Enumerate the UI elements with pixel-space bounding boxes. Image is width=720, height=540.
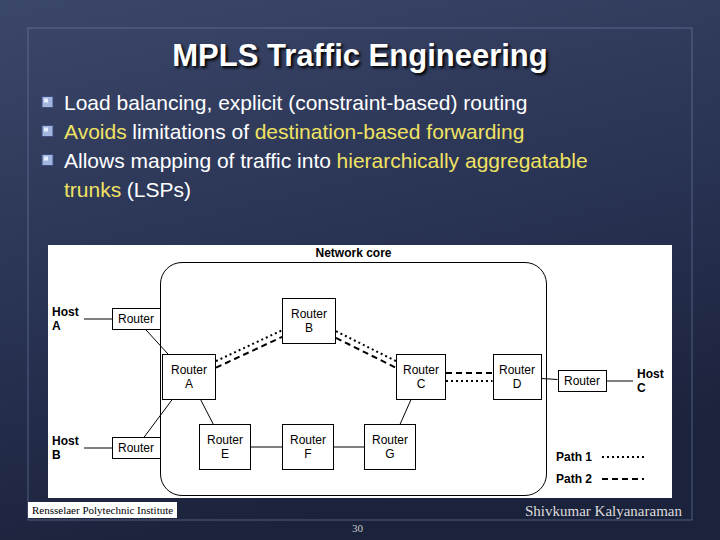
router-label: Router G (369, 433, 411, 461)
bullet-item: Load balancing, explicit (constraint-bas… (64, 88, 679, 117)
router-label: Router F (287, 433, 329, 461)
legend-line (602, 478, 644, 480)
router-label: Router E (204, 433, 246, 461)
physical-link (144, 400, 172, 437)
router-box: Router C (396, 354, 446, 400)
bullet-highlight (44, 99, 48, 103)
router-box: Router (112, 437, 161, 459)
institution-footer: Rensselaer Polytechnic Institute (28, 502, 177, 518)
router-label: Router B (287, 307, 331, 335)
diagram-panel (48, 245, 672, 498)
host-label: Host B (52, 434, 82, 462)
bullet-item: Avoidslimitations of destination-based fo… (64, 117, 679, 146)
router-label: Router C (401, 363, 441, 391)
path1-link (216, 330, 282, 361)
router-box: Router D (493, 354, 542, 400)
bullet-highlight (44, 128, 48, 132)
highlighted-phrase: Avoids (64, 120, 127, 143)
legend-item: Path 1 (556, 446, 646, 468)
path1-link (336, 331, 396, 361)
physical-link (146, 330, 168, 354)
path2-link (446, 372, 493, 374)
router-box: Router E (199, 424, 251, 470)
bullet-text: limitations of (132, 120, 249, 143)
host-wire (84, 448, 113, 449)
router-label: Router A (167, 363, 211, 391)
slide-title: MPLS Traffic Engineering (0, 38, 720, 74)
path1-link (446, 380, 493, 382)
author-footer: Shivkumar Kalyanaraman (525, 502, 682, 520)
physical-link (542, 378, 558, 380)
bullet-text: Allows mapping of traffic into (64, 149, 331, 172)
bullet-text: Load balancing, explicit (constraint-bas… (64, 91, 527, 114)
router-box: Router F (282, 424, 334, 470)
physical-link (251, 447, 282, 448)
legend: Path 1 Path 2 (556, 446, 646, 490)
router-label: Router (564, 374, 600, 388)
bullet-icon (42, 155, 53, 166)
router-box: Router B (282, 298, 336, 344)
bullet-text: (LSPs) (127, 178, 191, 201)
bullet-icon (42, 126, 53, 137)
highlighted-phrase: destination-based forwarding (255, 120, 525, 143)
legend-item: Path 2 (556, 468, 646, 490)
physical-link (400, 400, 411, 424)
legend-line-sample (602, 474, 646, 484)
host-wire (84, 319, 113, 320)
router-box: Router (558, 370, 607, 392)
legend-line-sample (602, 452, 646, 462)
path2-link (216, 337, 282, 368)
legend-text: Path 2 (556, 472, 602, 486)
router-box: Router G (364, 424, 416, 470)
bullet-icons (42, 97, 53, 166)
host-wires (84, 319, 633, 448)
path2-link (336, 338, 396, 368)
router-label: Router (118, 441, 154, 455)
bullet-item: Allows mapping of traffic intohierarchic… (64, 146, 679, 204)
bullet-highlight (44, 157, 48, 161)
router-box: Router (112, 308, 161, 330)
bullet-list: Load balancing, explicit (constraint-bas… (64, 88, 679, 204)
router-label: Router (118, 312, 154, 326)
router-label: Router D (498, 363, 537, 391)
bullet-icon (42, 97, 53, 108)
physical-link (201, 400, 213, 424)
router-box: Router A (162, 354, 216, 400)
physical-link (334, 447, 364, 448)
network-core-region: Network coreRouter BRouter ARouter CRout… (160, 262, 547, 496)
region-heading: Network core (161, 246, 546, 260)
host-label: Host C (637, 367, 667, 395)
page-number: 30 (352, 522, 363, 535)
host-wire (606, 381, 633, 382)
legend-text: Path 1 (556, 450, 602, 464)
slide-frame (28, 28, 692, 520)
host-label: Host A (52, 305, 82, 333)
legend-line (602, 456, 644, 458)
